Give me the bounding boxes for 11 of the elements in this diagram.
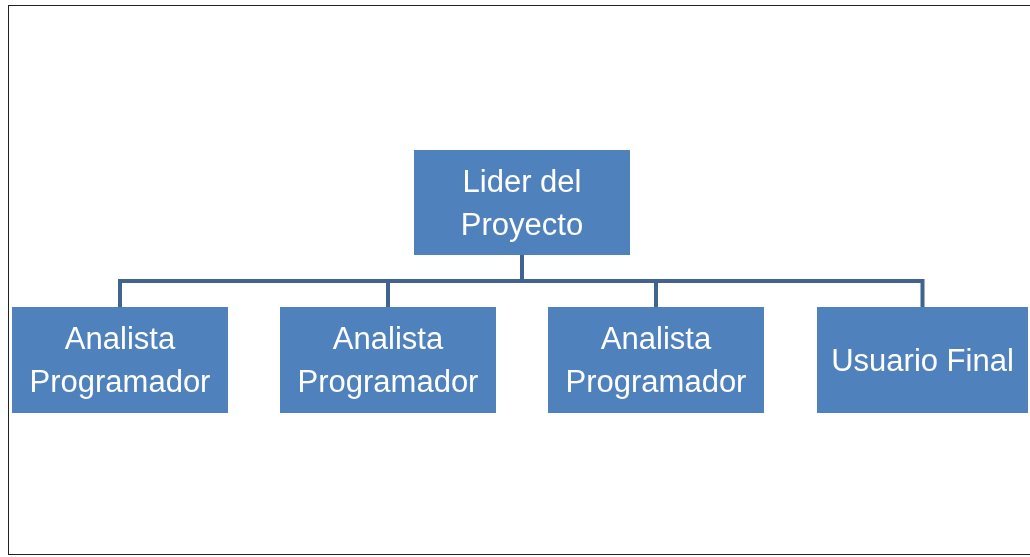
- role-label: Analista Programador: [296, 320, 480, 401]
- role-label: Lider del Proyecto: [459, 162, 585, 244]
- org-box: [280, 307, 496, 413]
- connector-line: [520, 255, 925, 307]
- role-label: Analista Programador: [564, 320, 748, 401]
- org-box: [817, 307, 1028, 413]
- role-label: Usuario Final: [831, 341, 1014, 380]
- org-box: [548, 307, 764, 413]
- org-box: [12, 307, 228, 413]
- role-label: Analista Programador: [28, 320, 212, 401]
- org-box: [414, 150, 630, 255]
